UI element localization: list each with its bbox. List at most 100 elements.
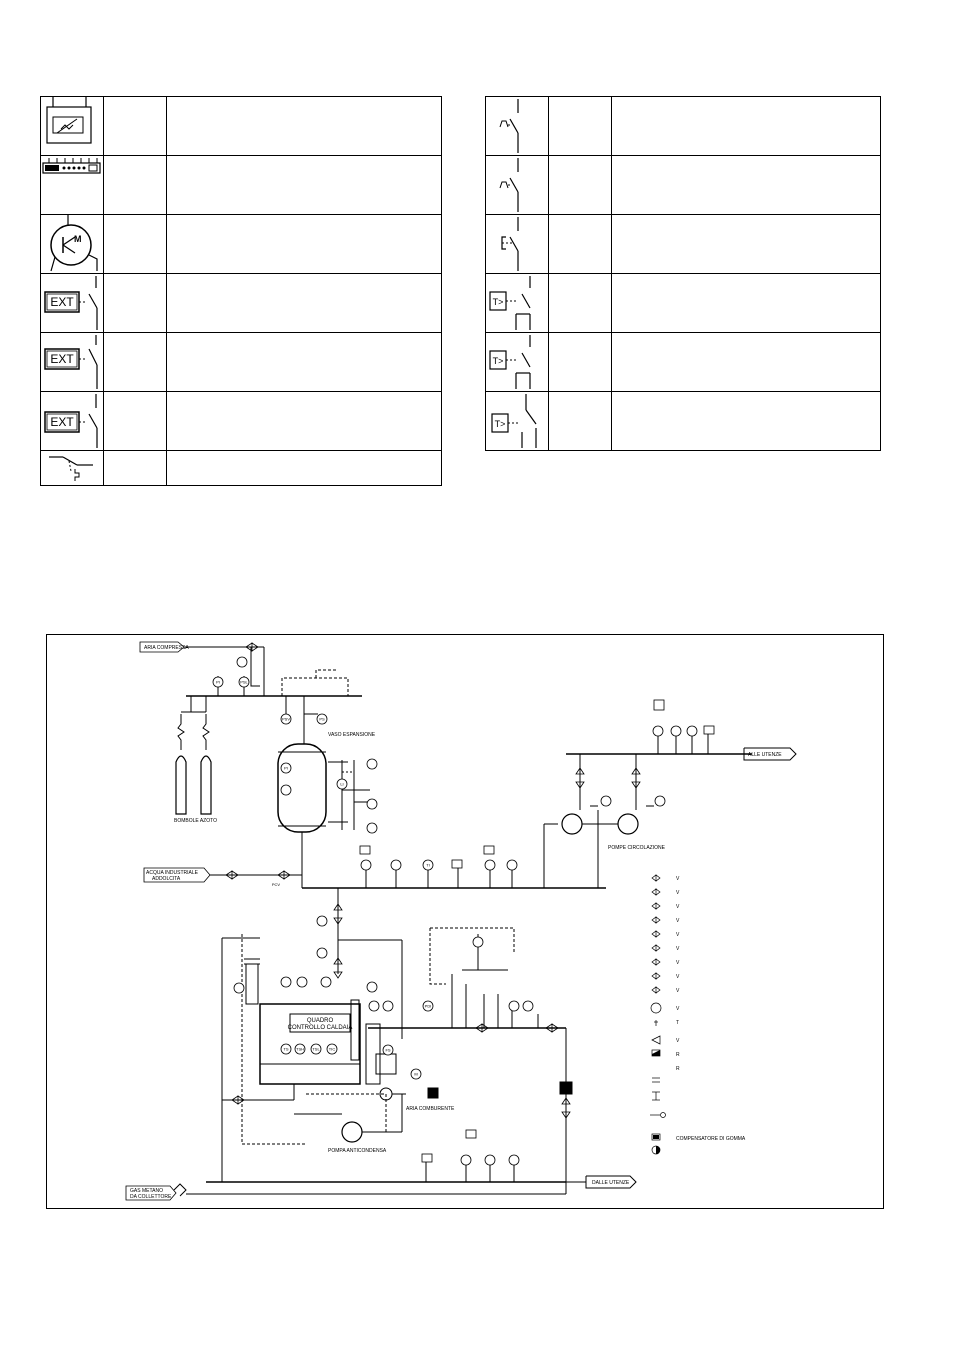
- label-da-collettore: DA COLLETTORE: [130, 1194, 172, 1200]
- label-vaso-espansione: VASO ESPANSIONE: [328, 732, 376, 738]
- legend-code: [103, 96, 167, 156]
- legend-table-right: T> T>: [485, 96, 881, 451]
- legend-symbol: EXT: [40, 332, 104, 392]
- legend-description: [166, 391, 442, 451]
- legend-symbol: T>: [485, 273, 549, 333]
- svg-text:V: V: [676, 890, 680, 896]
- legend-symbol: EXT: [40, 273, 104, 333]
- legend-description: [166, 450, 442, 486]
- legend-symbol: T>: [485, 391, 549, 451]
- svg-text:V: V: [676, 988, 680, 994]
- label-bombole-azoto: BOMBOLE AZOTO: [174, 818, 217, 824]
- legend-symbol: [40, 155, 104, 215]
- legend-code: [548, 214, 612, 274]
- svg-text:V: V: [676, 932, 680, 938]
- ext-label: EXT: [50, 352, 74, 366]
- legend-symbol: [485, 214, 549, 274]
- legend-description: [611, 391, 881, 451]
- label-alle-utenze: ALLE UTENZE: [748, 752, 782, 758]
- legend-code: [548, 155, 612, 215]
- instr-tic: TIC: [329, 1047, 336, 1052]
- ext-switch-icon: EXT: [44, 335, 98, 389]
- svg-text:V: V: [676, 960, 680, 966]
- legend-symbol: T>: [485, 332, 549, 392]
- timer-label: T>: [493, 297, 504, 307]
- legend-table-left: M EXT EXT: [40, 96, 442, 486]
- svg-text:V: V: [676, 1038, 680, 1044]
- legend-symbol: EXT: [40, 391, 104, 451]
- instr-li: LI: [340, 782, 343, 787]
- svg-text:T: T: [676, 1020, 679, 1026]
- legend-symbol: M: [40, 214, 104, 274]
- label-controllo-caldaia: CONTROLLO CALDAIA: [288, 1025, 353, 1031]
- instr-pi: PI: [216, 680, 220, 685]
- instr-tsh: TSH: [296, 1047, 304, 1052]
- instr-tsl: TSL: [312, 1047, 320, 1052]
- legend-codes: V V V V V V V V V V T V R R: [676, 876, 680, 1072]
- label-quadro: QUADRO: [307, 1018, 334, 1024]
- instr-psv: PSV: [282, 717, 290, 722]
- legend-description: [166, 96, 442, 156]
- legend-symbol: [485, 96, 549, 156]
- label-acqua-industriale: ACQUA INDUSTRIALE: [146, 870, 199, 876]
- legend-code: [103, 214, 167, 274]
- svg-text:V: V: [676, 946, 680, 952]
- label-addolcita: ADDOLCITA: [152, 876, 181, 882]
- legend-code: [548, 273, 612, 333]
- svg-text:R: R: [676, 1052, 680, 1058]
- instr-ti: TI: [426, 863, 430, 868]
- timer-contact-icon: T>: [489, 276, 531, 330]
- legend-symbol: [40, 450, 104, 486]
- svg-text:V: V: [676, 1006, 680, 1012]
- ext-label: EXT: [50, 415, 74, 429]
- thermal-contact-icon: [49, 456, 93, 481]
- legend-description: [611, 273, 881, 333]
- legend-code: [103, 391, 167, 451]
- label-pompa-anticondensa: POMPA ANTICONDENSA: [328, 1148, 387, 1154]
- instr-fs: FS: [385, 1048, 390, 1053]
- legend-code: [103, 450, 167, 486]
- svg-text:V: V: [676, 918, 680, 924]
- motor-circle-icon: M: [50, 215, 98, 272]
- legend-description: [611, 214, 881, 274]
- svg-text:V: V: [676, 974, 680, 980]
- label-compensatore: COMPENSATORE DI GOMMA: [676, 1136, 746, 1142]
- legend-description: [611, 332, 881, 392]
- thermal-switch-icon: [499, 158, 519, 212]
- label-pompe-circolazione: POMPE CIRCOLAZIONE: [608, 845, 666, 851]
- instr-psl: PSL: [240, 680, 248, 685]
- legend-code: [548, 332, 612, 392]
- label-aria-compressa: ARIA COMPRESSA: [144, 645, 189, 651]
- legend-description: [166, 214, 442, 274]
- legend-code: [103, 273, 167, 333]
- instr-pcv: PCV: [272, 882, 281, 887]
- ext-switch-icon: EXT: [44, 276, 98, 330]
- timer-contact-icon: T>: [491, 394, 537, 448]
- legend-description: [611, 96, 881, 156]
- instr-pi2: PI: [284, 766, 288, 771]
- legend-code: [103, 155, 167, 215]
- svg-text:V: V: [676, 904, 680, 910]
- instr-ps: PS: [319, 717, 325, 722]
- legend-description: [166, 332, 442, 392]
- legend-description: [166, 155, 442, 215]
- ext-switch-icon: EXT: [44, 394, 98, 448]
- svg-text:V: V: [676, 876, 680, 882]
- legend-description: [166, 273, 442, 333]
- legend-code: [103, 332, 167, 392]
- svg-text:M: M: [74, 234, 82, 244]
- thermostat-box-icon: [46, 97, 92, 144]
- instr-ts: TS: [283, 1047, 288, 1052]
- pushbutton-switch-icon: [501, 217, 519, 271]
- timer-label: T>: [495, 419, 506, 429]
- svg-text:R: R: [676, 1066, 680, 1072]
- instr-pdi: PDI: [425, 1004, 432, 1009]
- legend-symbol: [40, 96, 104, 156]
- legend-symbol: [485, 155, 549, 215]
- legend-code: [548, 96, 612, 156]
- thermal-switch-icon: [499, 99, 519, 153]
- timer-contact-icon: T>: [489, 335, 531, 389]
- label-dalle-utenze: DALLE UTENZE: [592, 1180, 630, 1186]
- legend-description: [611, 155, 881, 215]
- ext-label: EXT: [50, 295, 74, 309]
